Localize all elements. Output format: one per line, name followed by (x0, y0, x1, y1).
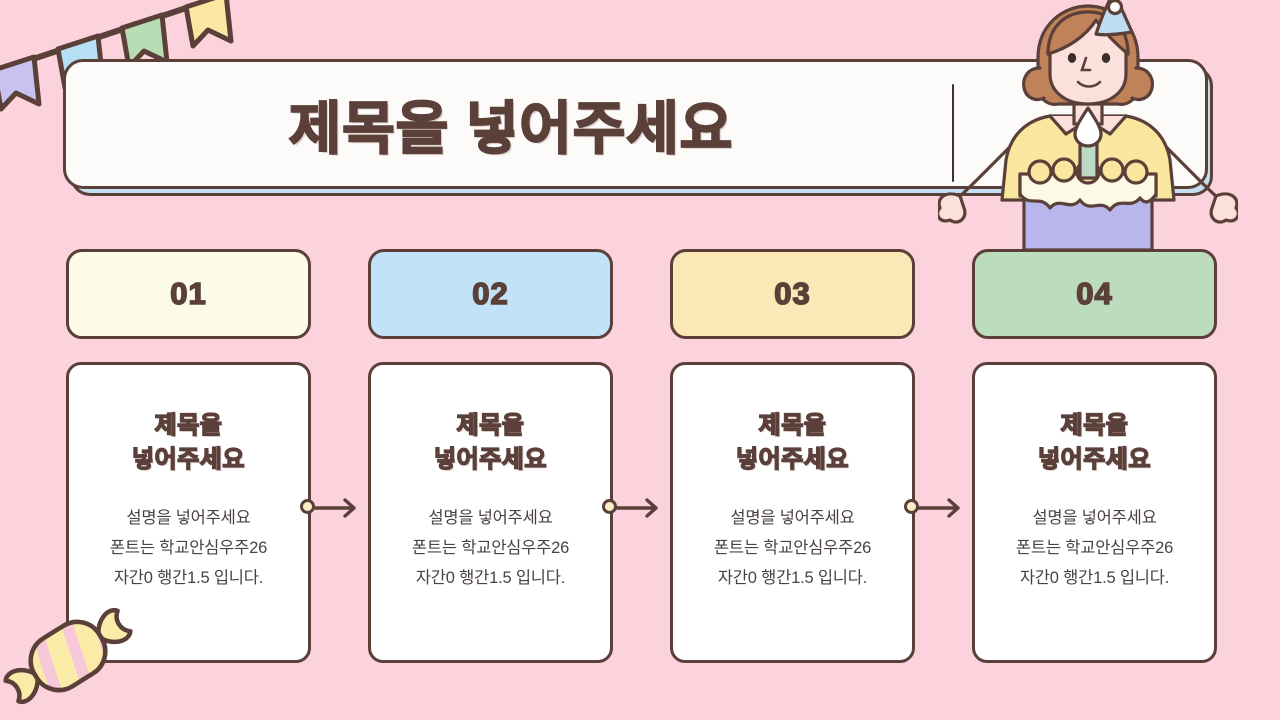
step-column-2: 02 제목을 넣어주세요 설명을 넣어주세요 폰트는 학교안심우주26 자간0 … (368, 0, 613, 720)
arrow-right-icon (916, 498, 960, 518)
step-number-label: 03 (773, 275, 811, 312)
step-card-body-line1: 설명을 넣어주세요 (126, 509, 251, 528)
step-card-title: 제목을 넣어주세요 (433, 409, 547, 477)
step-card-title-line1: 제목을 (456, 411, 525, 439)
step-card-3[interactable]: 제목을 넣어주세요 설명을 넣어주세요 폰트는 학교안심우주26 자간0 행간1… (670, 362, 915, 663)
step-card-body: 설명을 넣어주세요 폰트는 학교안심우주26 자간0 행간1.5 입니다. (110, 503, 267, 593)
step-card-2[interactable]: 제목을 넣어주세요 설명을 넣어주세요 폰트는 학교안심우주26 자간0 행간1… (368, 362, 613, 663)
step-card-body-line1: 설명을 넣어주세요 (428, 509, 553, 528)
step-number-box-2[interactable]: 02 (368, 249, 613, 339)
arrow-right-icon (312, 498, 356, 518)
step-card-body-line2: 폰트는 학교안심우주26 (713, 539, 872, 558)
step-connector-2 (602, 495, 664, 521)
step-card-body: 설명을 넣어주세요 폰트는 학교안심우주26 자간0 행간1.5 입니다. (412, 503, 569, 593)
step-card-title-line2: 넣어주세요 (1037, 445, 1151, 474)
step-card-title-line2: 넣어주세요 (735, 445, 849, 474)
step-card-body-line2: 폰트는 학교안심우주26 (411, 539, 570, 558)
step-card-body-line3: 자간0 행간1.5 입니다. (717, 569, 868, 588)
step-card-title-line2: 넣어주세요 (131, 445, 245, 474)
step-card-title-line1: 제목을 (154, 411, 223, 439)
step-column-4: 04 제목을 넣어주세요 설명을 넣어주세요 폰트는 학교안심우주26 자간0 … (972, 0, 1217, 720)
step-card-title: 제목을 넣어주세요 (1037, 409, 1151, 477)
step-number-label: 04 (1075, 275, 1113, 312)
title-divider (952, 84, 954, 182)
step-card-body-line2: 폰트는 학교안심우주26 (1015, 539, 1174, 558)
step-card-title-line1: 제목을 (758, 411, 827, 439)
step-card-body-line3: 자간0 행간1.5 입니다. (1019, 569, 1170, 588)
step-number-box-4[interactable]: 04 (972, 249, 1217, 339)
step-card-body: 설명을 넣어주세요 폰트는 학교안심우주26 자간0 행간1.5 입니다. (714, 503, 871, 593)
step-card-title-line1: 제목을 (1060, 411, 1129, 439)
candy-decoration (3, 607, 133, 705)
bunting-flag-4 (183, 0, 234, 49)
step-card-body-line1: 설명을 넣어주세요 (1032, 509, 1157, 528)
step-number-box-3[interactable]: 03 (670, 249, 915, 339)
page-title: 제목을 넣어주세요 (288, 96, 734, 162)
step-connector-1 (300, 495, 362, 521)
arrow-right-icon (614, 498, 658, 518)
step-number-label: 01 (169, 275, 207, 312)
step-number-box-1[interactable]: 01 (66, 249, 311, 339)
step-card-body-line2: 폰트는 학교안심우주26 (109, 539, 268, 558)
step-card-4[interactable]: 제목을 넣어주세요 설명을 넣어주세요 폰트는 학교안심우주26 자간0 행간1… (972, 362, 1217, 663)
step-card-title-line2: 넣어주세요 (433, 445, 547, 474)
step-connector-3 (904, 495, 966, 521)
step-card-title: 제목을 넣어주세요 (735, 409, 849, 477)
girl-with-cake-illustration (938, 0, 1238, 250)
step-card-body-line1: 설명을 넣어주세요 (730, 509, 855, 528)
step-card-body-line3: 자간0 행간1.5 입니다. (113, 569, 264, 588)
step-card-body-line3: 자간0 행간1.5 입니다. (415, 569, 566, 588)
bunting-flag-1 (0, 54, 42, 112)
step-card-body: 설명을 넣어주세요 폰트는 학교안심우주26 자간0 행간1.5 입니다. (1016, 503, 1173, 593)
step-card-title: 제목을 넣어주세요 (131, 409, 245, 477)
step-number-label: 02 (471, 275, 509, 312)
step-column-3: 03 제목을 넣어주세요 설명을 넣어주세요 폰트는 학교안심우주26 자간0 … (670, 0, 915, 720)
